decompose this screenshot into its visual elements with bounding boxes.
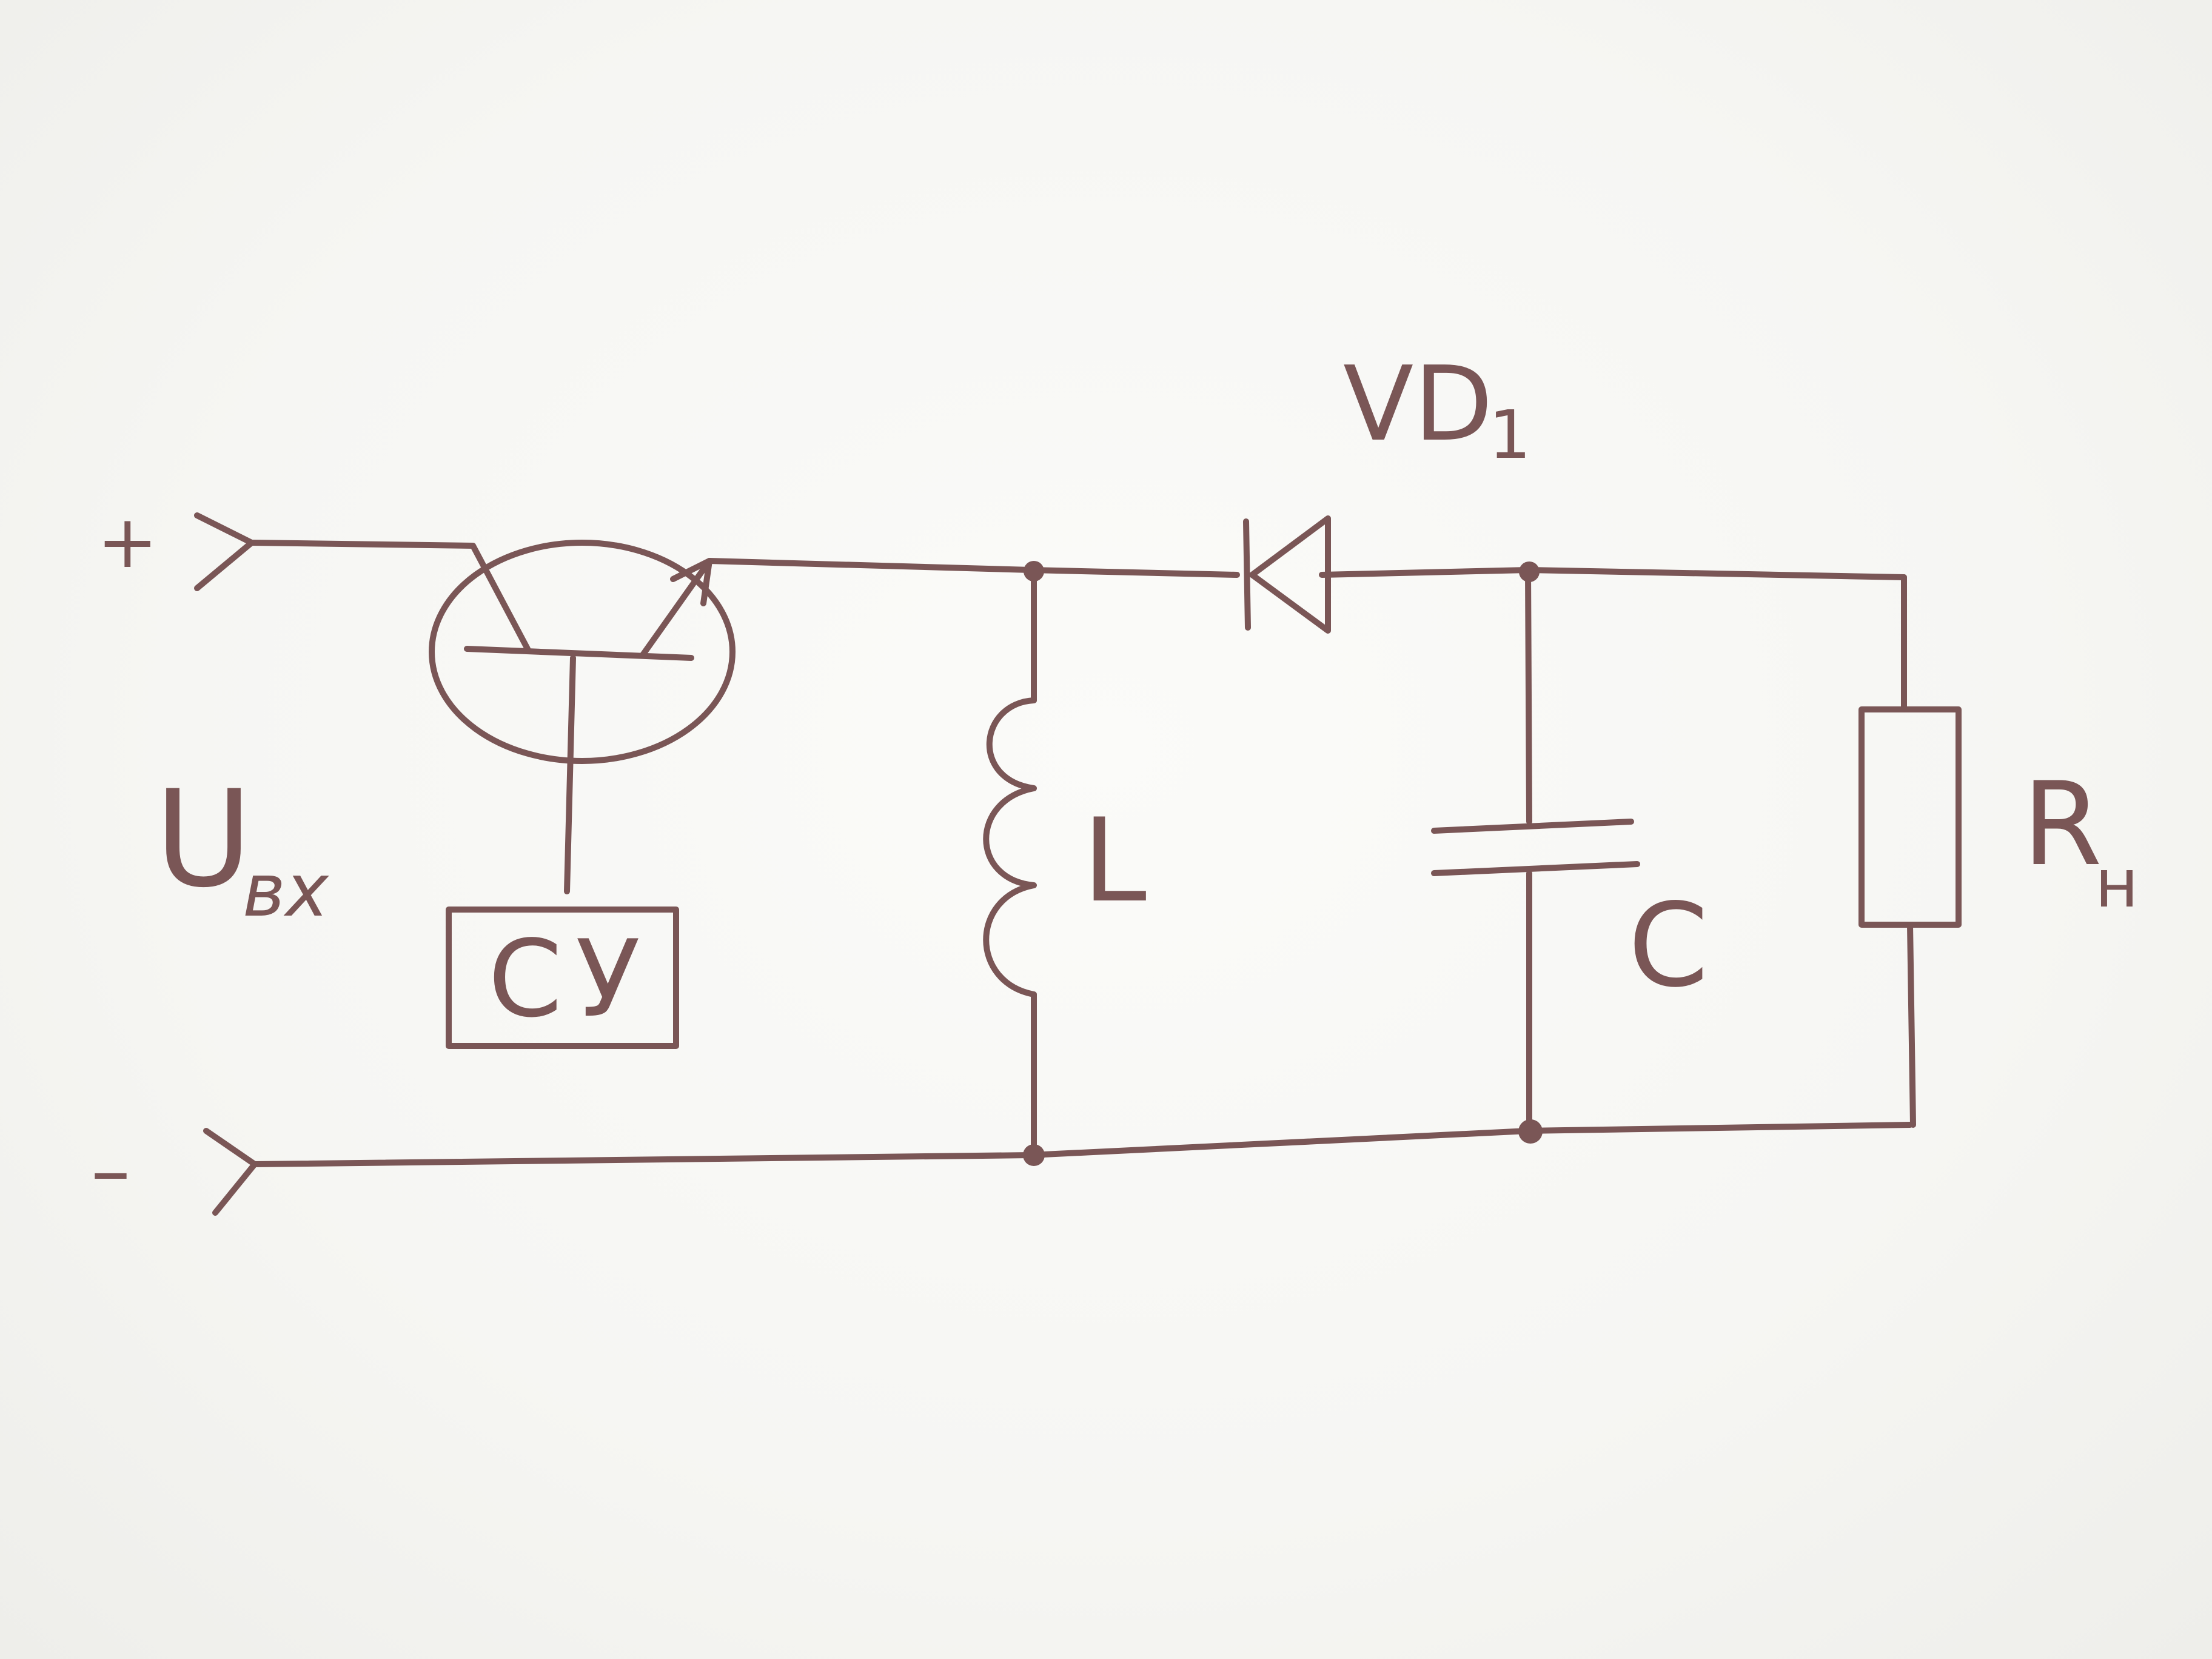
plus-label: + xyxy=(97,500,158,585)
minus-label: – xyxy=(91,1124,130,1216)
capacitor-label: C xyxy=(1628,879,1709,1013)
capacitor-top-lead xyxy=(1525,567,1532,825)
capacitor-plate-top xyxy=(1431,819,1634,834)
junction-bottom-capacitor xyxy=(1518,1119,1543,1144)
diode-subscript: 1 xyxy=(1489,396,1531,474)
top-wire-transistor-to-diode xyxy=(706,558,1240,578)
diode-label: VD xyxy=(1343,344,1493,464)
load-subscript: н xyxy=(2095,845,2139,922)
transistor-collector-lead xyxy=(470,543,531,652)
input-voltage-label: U xyxy=(155,762,252,917)
input-voltage-subscript: вх xyxy=(243,849,330,933)
resistor-bottom-lead xyxy=(1907,922,1916,1128)
diode-triangle xyxy=(1249,515,1331,634)
capacitor-plate-bottom xyxy=(1431,861,1640,876)
control-unit-label: СУ xyxy=(488,918,654,1041)
junction-top-capacitor xyxy=(1519,561,1540,582)
top-wire-input xyxy=(249,540,476,549)
inductor-label: L xyxy=(1082,794,1147,928)
bottom-wire xyxy=(252,1122,1913,1167)
load-label: R xyxy=(2022,757,2102,891)
transistor-gate-wire xyxy=(564,655,576,894)
top-wire-diode-to-load xyxy=(1319,567,1907,580)
inductor-coil xyxy=(983,697,1037,997)
transistor-body xyxy=(429,540,736,764)
junction-top-inductor xyxy=(1024,561,1044,581)
minus-terminal-arrow xyxy=(203,1128,258,1216)
transistor-arrow xyxy=(670,558,712,606)
plus-terminal-arrow xyxy=(194,512,255,591)
diode-bar xyxy=(1243,518,1251,631)
load-resistor-body xyxy=(1858,706,1962,928)
junction-bottom-inductor xyxy=(1023,1144,1045,1166)
transistor-gate-bar xyxy=(464,646,694,661)
control-unit-box xyxy=(446,907,679,1049)
transistor-emitter-lead xyxy=(640,558,712,658)
